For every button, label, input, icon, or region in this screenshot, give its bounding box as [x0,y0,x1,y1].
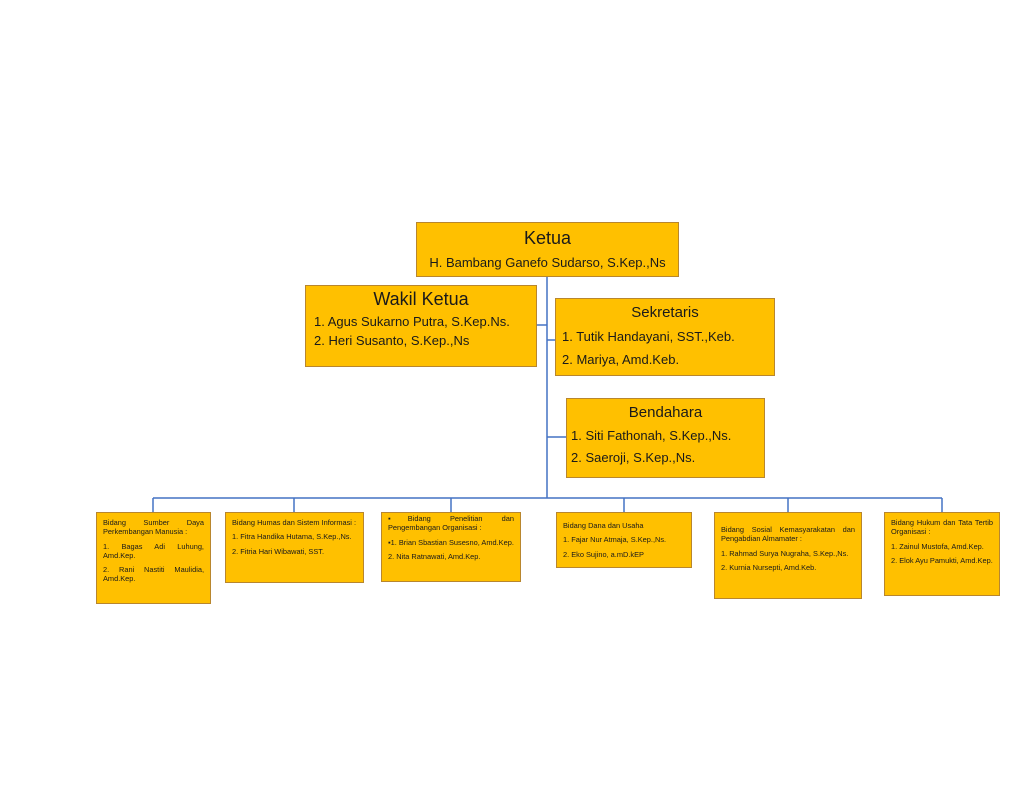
bidang-humas-box: Bidang Humas dan Sistem Informasi : 1. F… [225,512,364,583]
bidang-title: Bidang Dana dan Usaha [563,521,644,530]
bendahara-box: Bendahara 1. Siti Fathonah, S.Kep.,Ns. 2… [566,398,765,478]
ketua-box: Ketua H. Bambang Ganefo Sudarso, S.Kep.,… [416,222,679,277]
sekretaris-member: 1. Tutik Handayani, SST.,Keb. [562,329,735,344]
bendahara-title: Bendahara [628,404,703,421]
bidang-member: 1. Rahmad Surya Nugraha, S.Kep.,Ns. [721,548,849,558]
bidang-sosial-box: Bidang Sosial Kemasyarakatan dan Pengabd… [714,512,862,599]
bidang-member: 2. Rani Nastiti Maulidia, Amd.Kep. [103,565,204,584]
bidang-member: 2. Elok Ayu Pamukti, Amd.Kep. [891,555,993,565]
bidang-member: ▪1. Brian Sbastian Susesno, Amd.Kep. [388,537,514,547]
wakil-ketua-box: Wakil Ketua 1. Agus Sukarno Putra, S.Kep… [305,285,537,367]
bidang-hukum-box: Bidang Hukum dan Tata Tertib Organisasi … [884,512,1000,596]
wakil-ketua-member: 1. Agus Sukarno Putra, S.Kep.Ns. [314,314,510,329]
bidang-member: 2. Fitria Hari Wibawati, SST. [232,546,324,556]
wakil-ketua-title: Wakil Ketua [373,289,469,309]
ketua-title: Ketua [523,228,572,248]
bidang-member: 1. Zainul Mustofa, Amd.Kep. [891,541,984,551]
sekretaris-member: 2. Mariya, Amd.Keb. [562,352,680,367]
bidang-title: Bidang Humas dan Sistem Informasi : [232,518,357,527]
bidang-member: 2. Kurnia Nursepti, Amd.Keb. [721,562,817,572]
bidang-title: Bidang Sumber Daya Perkembangan Manusia … [103,518,204,537]
bendahara-member: 2. Saeroji, S.Kep.,Ns. [571,450,696,465]
ketua-name: H. Bambang Ganefo Sudarso, S.Kep.,Ns [429,255,666,270]
sekretaris-title: Sekretaris [631,304,699,321]
bidang-member: 1. Bagas Adi Luhung, Amd.Kep. [103,541,204,560]
bidang-sdm-box: Bidang Sumber Daya Perkembangan Manusia … [96,512,211,604]
bidang-penelitian-box: ▪Bidang Penelitian dan Pengembangan Orga… [381,512,521,582]
bendahara-member: 1. Siti Fathonah, S.Kep.,Ns. [571,428,732,443]
bidang-title: Bidang Sosial Kemasyarakatan dan Pengabd… [721,525,855,544]
sekretaris-box: Sekretaris 1. Tutik Handayani, SST.,Keb.… [555,298,775,376]
bidang-member: 1. Fitra Handika Hutama, S.Kep.,Ns. [232,532,352,542]
bidang-member: 2. Nita Ratnawati, Amd.Kep. [388,551,481,561]
bidang-member: 1. Fajar Nur Atmaja, S.Kep.,Ns. [563,535,667,545]
wakil-ketua-member: 2. Heri Susanto, S.Kep.,Ns [314,333,470,348]
bidang-title: ▪Bidang Penelitian dan Pengembangan Orga… [388,514,514,533]
bidang-title: Bidang Hukum dan Tata Tertib Organisasi … [891,518,993,537]
bidang-member: 2. Eko Sujino, a.mD.kEP [563,549,644,559]
bidang-dana-box: Bidang Dana dan Usaha 1. Fajar Nur Atmaj… [556,512,692,568]
